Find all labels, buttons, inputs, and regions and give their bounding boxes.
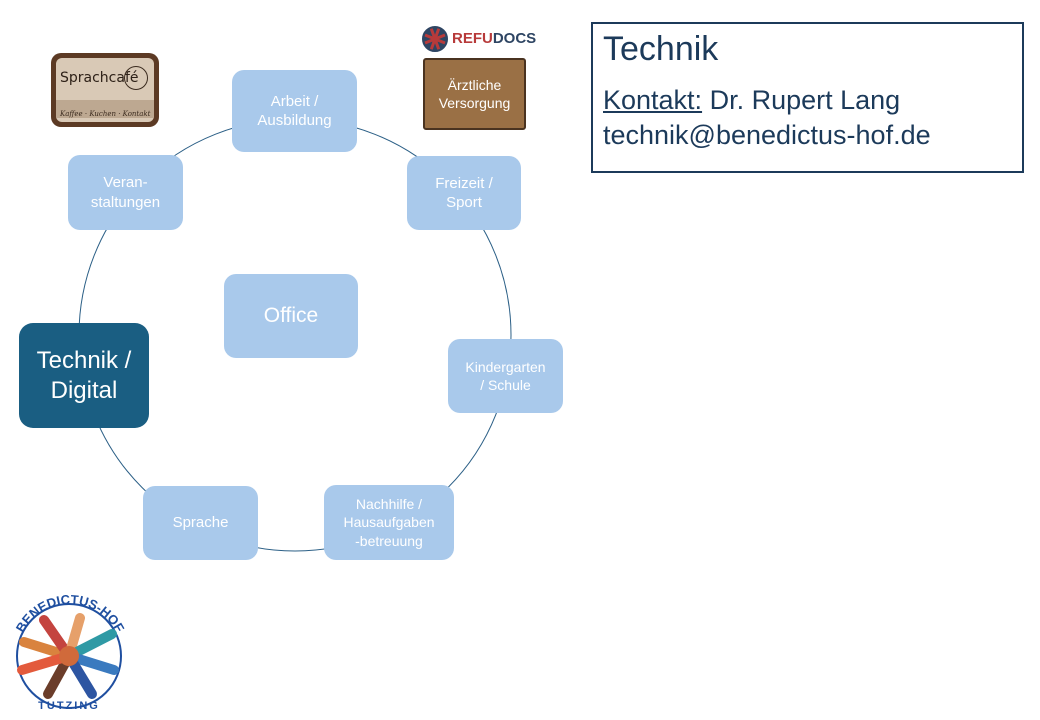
contact-line: Kontakt: Dr. Rupert Lang xyxy=(603,83,1012,118)
benedictus-hof-logo: BENEDICTUS-HOF TUTZING xyxy=(13,592,128,712)
info-title: Technik xyxy=(603,30,719,68)
node-arbeit[interactable]: Arbeit / Ausbildung xyxy=(232,70,357,152)
node-sprache[interactable]: Sprache xyxy=(143,486,258,560)
sprachcafe-logo[interactable]: Sprachcafé Kaffee · Kuchen · Kontakt xyxy=(51,53,159,127)
logo-stripe xyxy=(56,100,154,118)
contact-info-box: Technik Kontakt: Dr. Rupert Lang technik… xyxy=(591,22,1024,173)
sprachcafe-name: Sprachcafé xyxy=(60,70,139,86)
refudocs-wordmark: REFUDOCS xyxy=(452,30,537,47)
coffee-cup-icon xyxy=(124,66,148,90)
node-office-center[interactable]: Office xyxy=(224,274,358,358)
node-freizeit[interactable]: Freizeit / Sport xyxy=(407,156,521,230)
node-kindergarten[interactable]: Kindergarten / Schule xyxy=(448,339,563,413)
contact-name: Dr. Rupert Lang xyxy=(709,85,901,116)
node-nachhilfe[interactable]: Nachhilfe / Hausaufgaben -betreuung xyxy=(324,485,454,560)
medical-care-box[interactable]: Ärztliche Versorgung xyxy=(423,58,526,130)
refudocs-logo[interactable]: REFUDOCS Ärztliche Versorgung xyxy=(421,25,536,131)
sprachcafe-tagline: Kaffee · Kuchen · Kontakt xyxy=(60,110,151,118)
refudocs-globe-icon xyxy=(422,26,448,52)
node-technik-active[interactable]: Technik / Digital xyxy=(19,323,149,428)
benedictus-bottom-text: TUTZING xyxy=(38,700,100,712)
hands-icon xyxy=(17,613,119,699)
contact-label: Kontakt: xyxy=(603,85,703,116)
node-veranstaltungen[interactable]: Veran- staltungen xyxy=(68,155,183,230)
contact-email[interactable]: technik@benedictus-hof.de xyxy=(603,120,931,151)
